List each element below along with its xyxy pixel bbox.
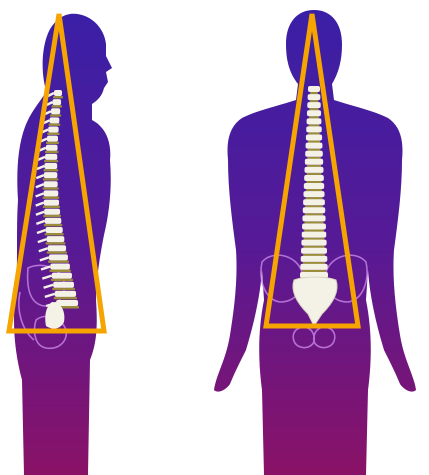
- side-vertebra: [44, 200, 59, 206]
- back-vertebra: [308, 94, 321, 100]
- side-disc: [43, 178, 58, 181]
- side-vertebra: [55, 291, 76, 297]
- side-vertebra: [48, 127, 58, 133]
- side-disc: [54, 297, 77, 300]
- side-vertebra: [49, 254, 68, 260]
- side-vertebra: [44, 163, 57, 169]
- back-vertebra: [301, 248, 327, 254]
- back-vertebra: [303, 207, 325, 213]
- back-vertebra: [305, 159, 323, 165]
- back-vertebra: [302, 215, 325, 221]
- back-vertebra: [307, 118, 322, 124]
- back-vertebra: [308, 86, 320, 92]
- side-vertebra: [50, 263, 70, 269]
- back-vertebra: [300, 264, 327, 270]
- back-vertebra: [301, 240, 326, 246]
- back-vertebra: [307, 102, 320, 108]
- side-disc: [51, 105, 62, 108]
- side-disc: [46, 142, 59, 145]
- side-disc: [43, 206, 60, 209]
- back-vertebra: [302, 232, 327, 238]
- side-vertebra: [44, 172, 57, 178]
- side-disc: [47, 133, 59, 136]
- side-disc: [50, 114, 61, 117]
- side-vertebra: [53, 282, 74, 288]
- side-vertebra: [52, 99, 61, 105]
- side-disc: [43, 187, 59, 190]
- side-vertebra: [50, 117, 60, 123]
- back-vertebra: [306, 126, 321, 132]
- side-vertebra: [44, 190, 59, 196]
- side-disc: [44, 224, 63, 227]
- back-vertebra: [301, 256, 328, 262]
- side-view-figure: [9, 14, 112, 475]
- side-vertebra: [47, 236, 65, 242]
- side-vertebra: [48, 245, 66, 251]
- side-vertebra: [45, 218, 62, 224]
- back-vertebra: [303, 199, 325, 205]
- side-disc: [43, 169, 58, 172]
- back-vertebra: [307, 110, 321, 116]
- side-disc: [49, 123, 61, 126]
- back-vertebra: [303, 191, 324, 197]
- side-disc: [45, 151, 59, 154]
- side-vertebra: [47, 136, 58, 142]
- back-vertebra: [306, 135, 322, 141]
- side-disc: [44, 160, 58, 163]
- side-vertebra: [52, 273, 72, 279]
- side-vertebra: [44, 209, 60, 215]
- side-disc: [43, 196, 60, 199]
- side-vertebra: [54, 90, 62, 96]
- side-disc: [53, 96, 63, 99]
- side-disc: [45, 233, 64, 236]
- back-vertebra: [305, 151, 323, 157]
- side-vertebra: [44, 181, 58, 187]
- back-vertebra: [304, 183, 324, 189]
- back-view-figure: [214, 10, 416, 475]
- side-vertebra: [45, 154, 57, 160]
- back-vertebra: [306, 143, 323, 149]
- back-vertebra: [304, 175, 324, 181]
- side-disc: [51, 279, 73, 282]
- side-disc: [43, 215, 61, 218]
- side-disc: [47, 251, 67, 254]
- side-disc: [48, 260, 69, 263]
- side-disc: [52, 288, 75, 291]
- side-vertebra: [46, 227, 63, 233]
- back-vertebra: [302, 223, 326, 229]
- back-vertebra: [305, 167, 324, 173]
- side-disc: [49, 269, 71, 272]
- side-vertebra: [51, 108, 60, 114]
- side-disc: [46, 242, 66, 245]
- side-vertebra: [46, 145, 58, 151]
